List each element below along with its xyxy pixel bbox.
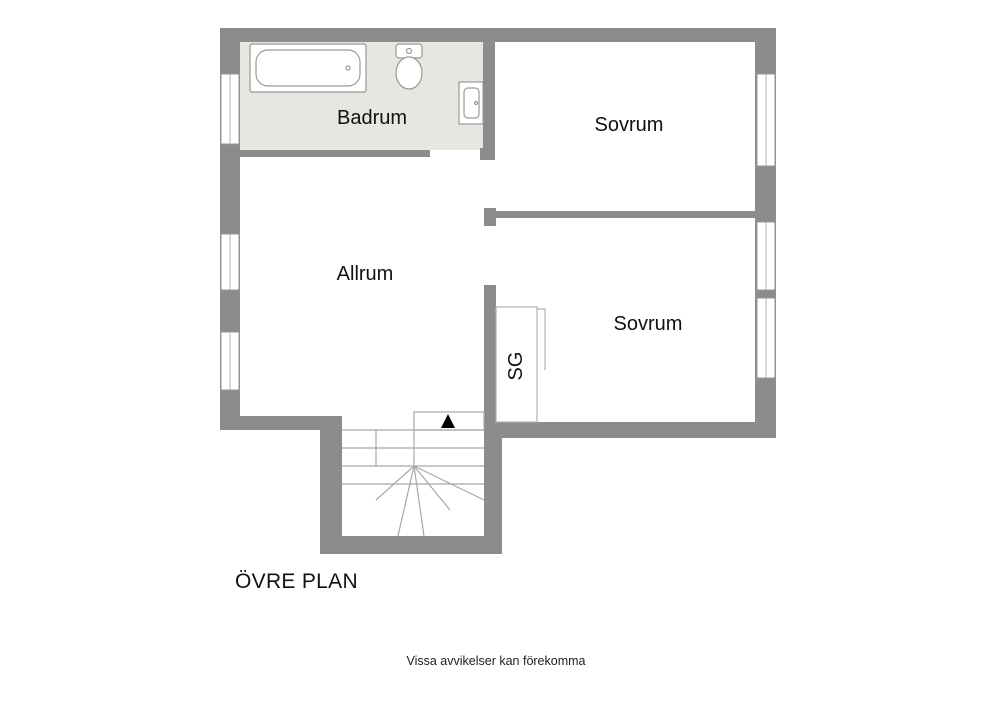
wall-bath-bottom <box>240 150 430 157</box>
wall-hall-stub <box>484 208 496 226</box>
wall-stair-bottom <box>320 536 502 554</box>
wall-bedrooms-divider <box>484 211 755 218</box>
sink-icon <box>458 81 484 125</box>
wardrobe <box>495 306 546 423</box>
wall-bath-right-top <box>483 42 495 150</box>
staircase <box>342 411 485 537</box>
room-label-bathroom: Badrum <box>337 107 407 129</box>
bathtub-icon <box>249 43 367 93</box>
disclaimer-text: Vissa avvikelser kan förekomma <box>406 654 586 668</box>
wall-top <box>220 28 776 42</box>
room-label-bedroom-top: Sovrum <box>595 114 664 136</box>
room-label-living: Allrum <box>337 263 394 285</box>
plan-title: ÖVRE PLAN <box>235 570 358 593</box>
room-label-bedroom-bottom: Sovrum <box>614 313 683 335</box>
wall-bottom-right <box>484 422 776 438</box>
stair-direction-arrow-icon <box>441 414 455 428</box>
toilet-icon <box>395 43 423 90</box>
wall-stair-right <box>484 422 502 554</box>
wall-bottom-left <box>220 416 342 430</box>
room-label-wardrobe: SG <box>505 352 527 381</box>
wall-stair-left <box>320 416 342 554</box>
wall-bath-right-stub <box>480 148 495 160</box>
wall-bedroom-left <box>484 285 496 425</box>
